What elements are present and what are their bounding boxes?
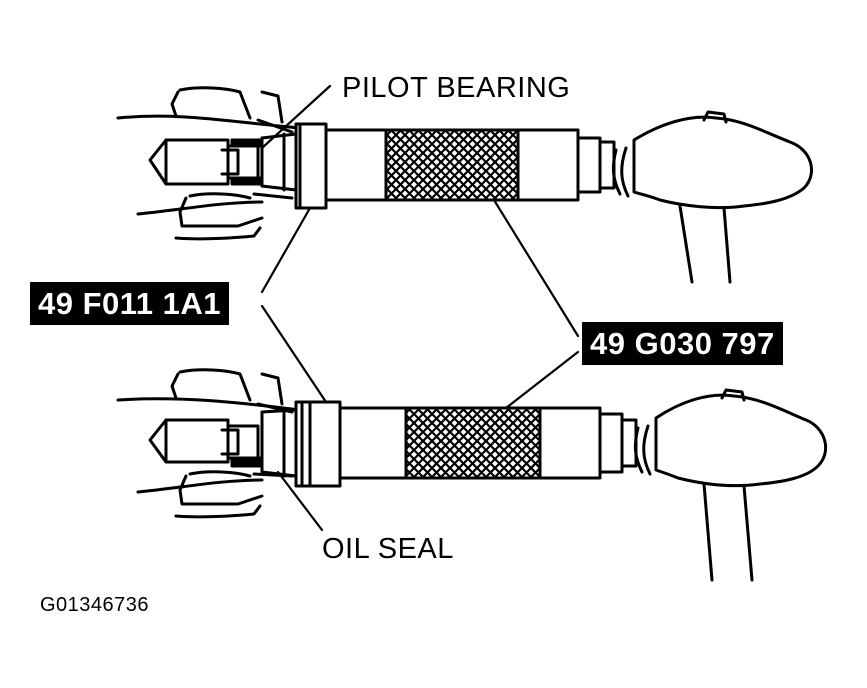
leader-handle-lower [504, 350, 580, 410]
leader-installer-lower [260, 304, 328, 404]
lower-installer [260, 400, 342, 488]
figure-id-label: G01346736 [40, 594, 150, 616]
leader-handle-upper [492, 198, 580, 338]
pilot-bearing-label: PILOT BEARING [342, 72, 571, 104]
leader-lines [260, 84, 580, 532]
upper-shaft [148, 138, 264, 186]
lower-handle-bar [338, 406, 638, 480]
upper-handle-bar [324, 128, 616, 202]
upper-assembly [116, 86, 813, 284]
oil-seal-label: OIL SEAL [322, 533, 454, 565]
lower-shaft [148, 418, 264, 468]
lower-assembly [116, 368, 828, 582]
upper-housing [116, 86, 302, 241]
upper-hammer [611, 110, 813, 284]
installer-tool-number-label: 49 F011 1A1 [30, 282, 230, 325]
leader-pilot-bearing [260, 84, 332, 150]
lower-housing [116, 368, 302, 519]
leader-installer-upper [260, 206, 312, 294]
lower-hammer [633, 388, 828, 582]
leader-oil-seal [276, 470, 324, 532]
handle-tool-number-label: 49 G030 797 [582, 322, 783, 365]
